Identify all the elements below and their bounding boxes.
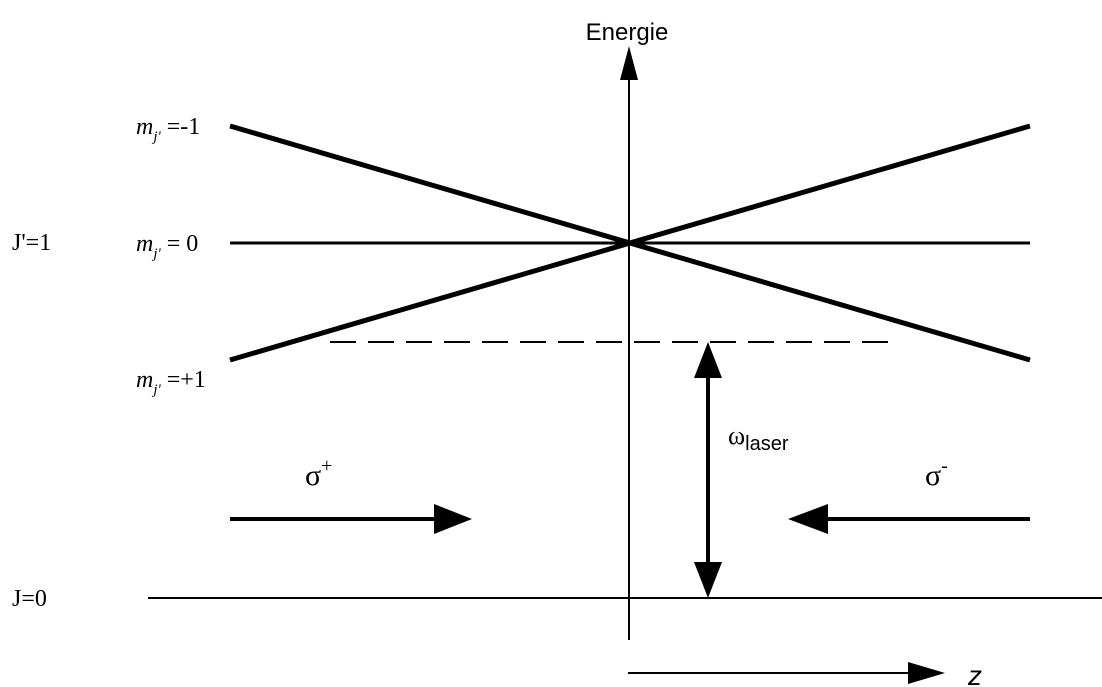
svg-text:mj'= 0: mj'= 0 <box>136 231 198 262</box>
svg-text:σ+: σ+ <box>305 455 332 492</box>
ground-level-label: J=0 <box>12 586 47 612</box>
sigma-plus-label: σ+ <box>305 455 332 492</box>
svg-text:σ-: σ- <box>925 455 948 492</box>
sublevel-line-mj-plus1 <box>229 123 1031 363</box>
svg-text:ωlaser: ωlaser <box>728 421 789 455</box>
laser-frequency-arrowhead-top <box>694 342 722 378</box>
energy-axis-label: Energie <box>586 19 669 46</box>
laser-frequency-arrowhead-bottom <box>694 562 722 598</box>
laser-frequency-label: ωlaser <box>728 421 789 455</box>
sigma-minus-label: σ- <box>925 455 948 492</box>
z-axis-label: z <box>967 660 982 687</box>
excited-level-label: J'=1 <box>12 230 51 256</box>
energy-axis-arrowhead <box>620 46 638 80</box>
sublevel-label-mj-minus1: mj'=-1 <box>136 114 200 145</box>
sublevel-label-mj-0: mj'= 0 <box>136 231 198 262</box>
svg-text:mj'=-1: mj'=-1 <box>136 114 200 145</box>
sublevel-label-mj-plus1: mj'=+1 <box>136 367 206 398</box>
z-axis-arrowhead <box>908 662 945 684</box>
sigma-plus-beam-arrowhead <box>434 504 472 534</box>
svg-text:mj'=+1: mj'=+1 <box>136 367 206 398</box>
sigma-minus-beam-arrowhead <box>788 504 828 534</box>
